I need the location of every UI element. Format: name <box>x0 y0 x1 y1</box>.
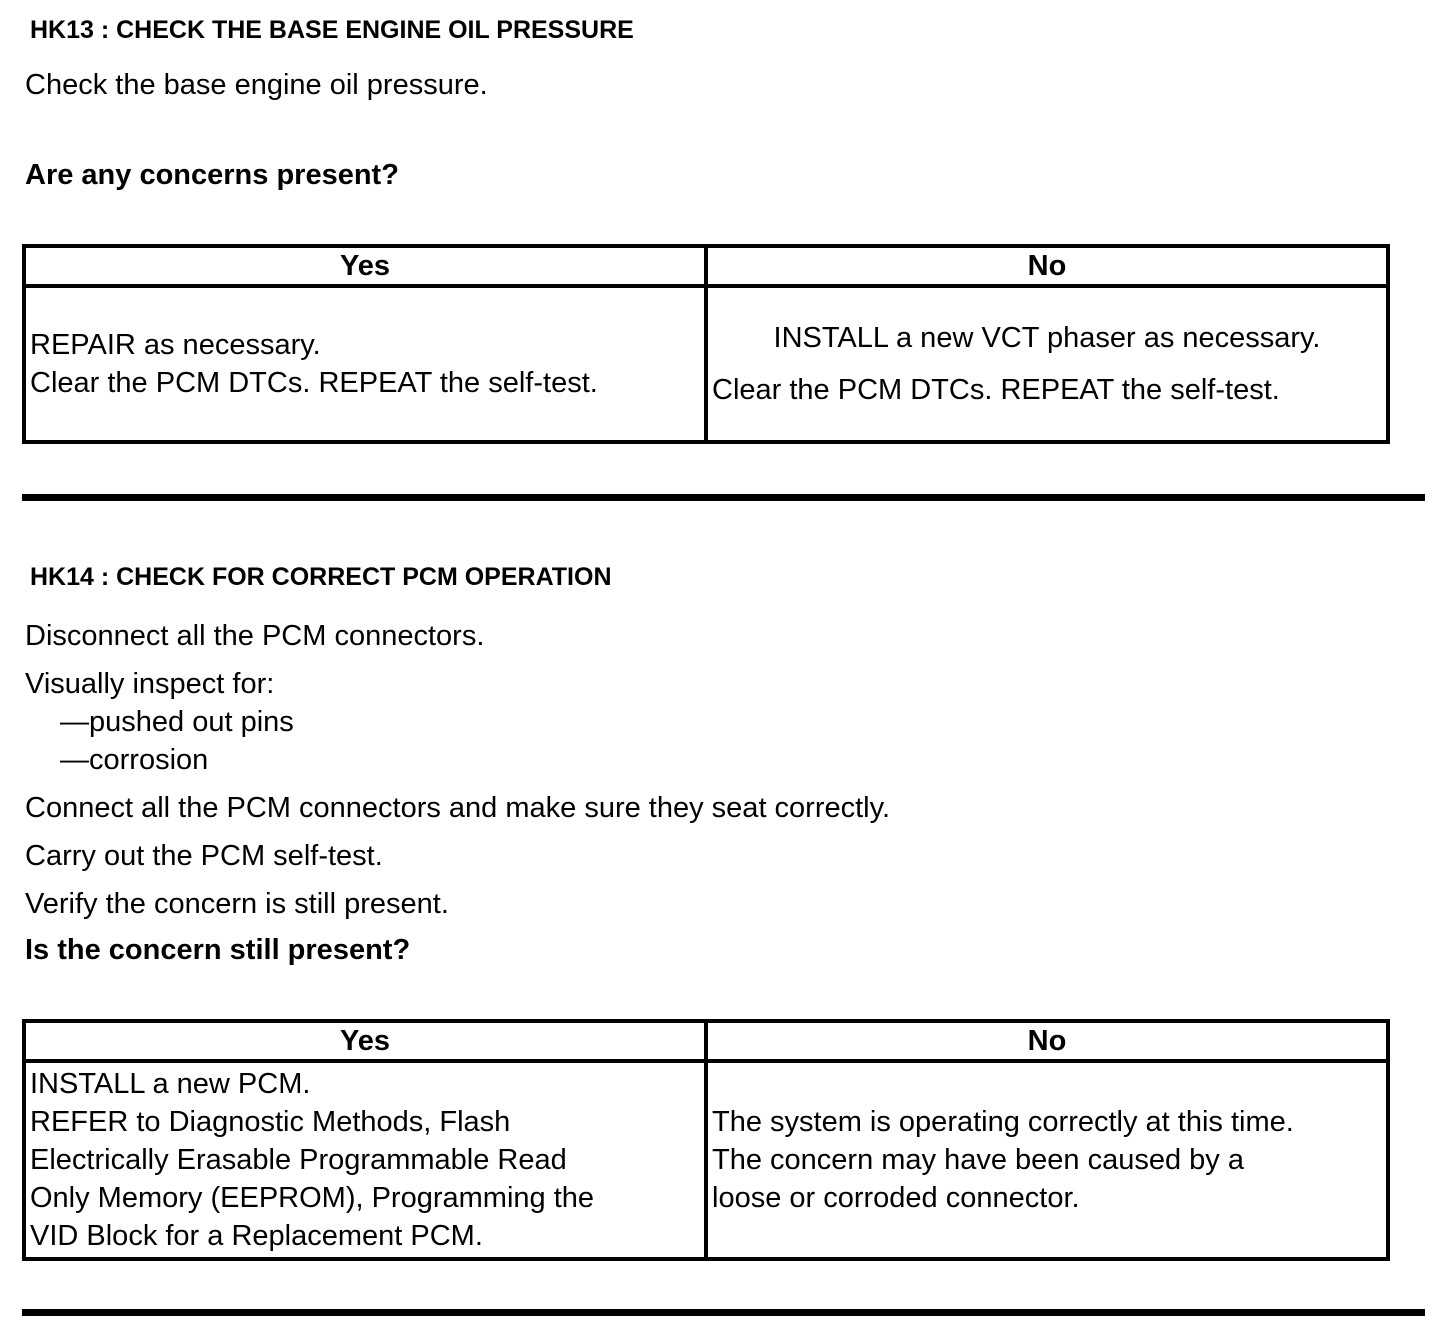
action-line: The system is operating correctly at thi… <box>712 1106 1294 1214</box>
decision-action-row: REPAIR as necessary. Clear the PCM DTCs.… <box>22 284 1390 444</box>
decision-action-row: INSTALL a new PCM. REFER to Diagnostic M… <box>22 1059 1390 1261</box>
decision-table-hk13: Yes No REPAIR as necessary. Clear the PC… <box>22 244 1390 444</box>
yes-action-cell: INSTALL a new PCM. REFER to Diagnostic M… <box>22 1059 708 1261</box>
action-line: Clear the PCM DTCs. REPEAT the self-test… <box>30 367 598 399</box>
action-line: Clear the PCM DTCs. REPEAT the self-test… <box>712 374 1280 406</box>
yes-header-cell: Yes <box>22 244 708 288</box>
step-hk13-instruction: Check the base engine oil pressure. <box>25 69 488 101</box>
action-line: INSTALL a new PCM. <box>30 1068 311 1100</box>
step-hk13-title: HK13 : CHECK THE BASE ENGINE OIL PRESSUR… <box>30 16 634 44</box>
step-hk14-instruction-4: Carry out the PCM self-test. <box>25 840 383 872</box>
step-hk14-question: Is the concern still present? <box>25 934 411 966</box>
decision-header-row: Yes No <box>22 1019 1390 1063</box>
step-hk13-question: Are any concerns present? <box>25 159 399 191</box>
yes-header-cell: Yes <box>22 1019 708 1063</box>
step-hk14-title: HK14 : CHECK FOR CORRECT PCM OPERATION <box>30 563 612 591</box>
step-hk14-instruction-5: Verify the concern is still present. <box>25 888 449 920</box>
yes-action-cell: REPAIR as necessary. Clear the PCM DTCs.… <box>22 284 708 444</box>
no-action-cell: The system is operating correctly at thi… <box>704 1059 1390 1261</box>
decision-table-hk14: Yes No INSTALL a new PCM. REFER to Diagn… <box>22 1019 1390 1261</box>
decision-header-row: Yes No <box>22 244 1390 288</box>
action-line: INSTALL a new VCT phaser as necessary. <box>773 322 1321 354</box>
step-hk14-instruction-2: Visually inspect for: <box>25 668 275 700</box>
step-hk14-instruction-1: Disconnect all the PCM connectors. <box>25 620 485 652</box>
section-divider <box>22 494 1425 501</box>
step-hk14-instruction-3: Connect all the PCM connectors and make … <box>25 792 891 824</box>
section-divider <box>22 1309 1425 1316</box>
no-header-cell: No <box>704 244 1390 288</box>
action-line: REFER to Diagnostic Methods, Flash Elect… <box>30 1106 595 1252</box>
no-action-cell: INSTALL a new VCT phaser as necessary. C… <box>704 284 1390 444</box>
action-line: REPAIR as necessary. <box>30 329 321 361</box>
inspect-list-item: —corrosion <box>60 744 209 776</box>
inspect-list-item: —pushed out pins <box>60 706 294 738</box>
step-hk13: HK13 : CHECK THE BASE ENGINE OIL PRESSUR… <box>0 0 1440 444</box>
no-header-cell: No <box>704 1019 1390 1063</box>
step-hk14: HK14 : CHECK FOR CORRECT PCM OPERATION D… <box>0 501 1440 1261</box>
